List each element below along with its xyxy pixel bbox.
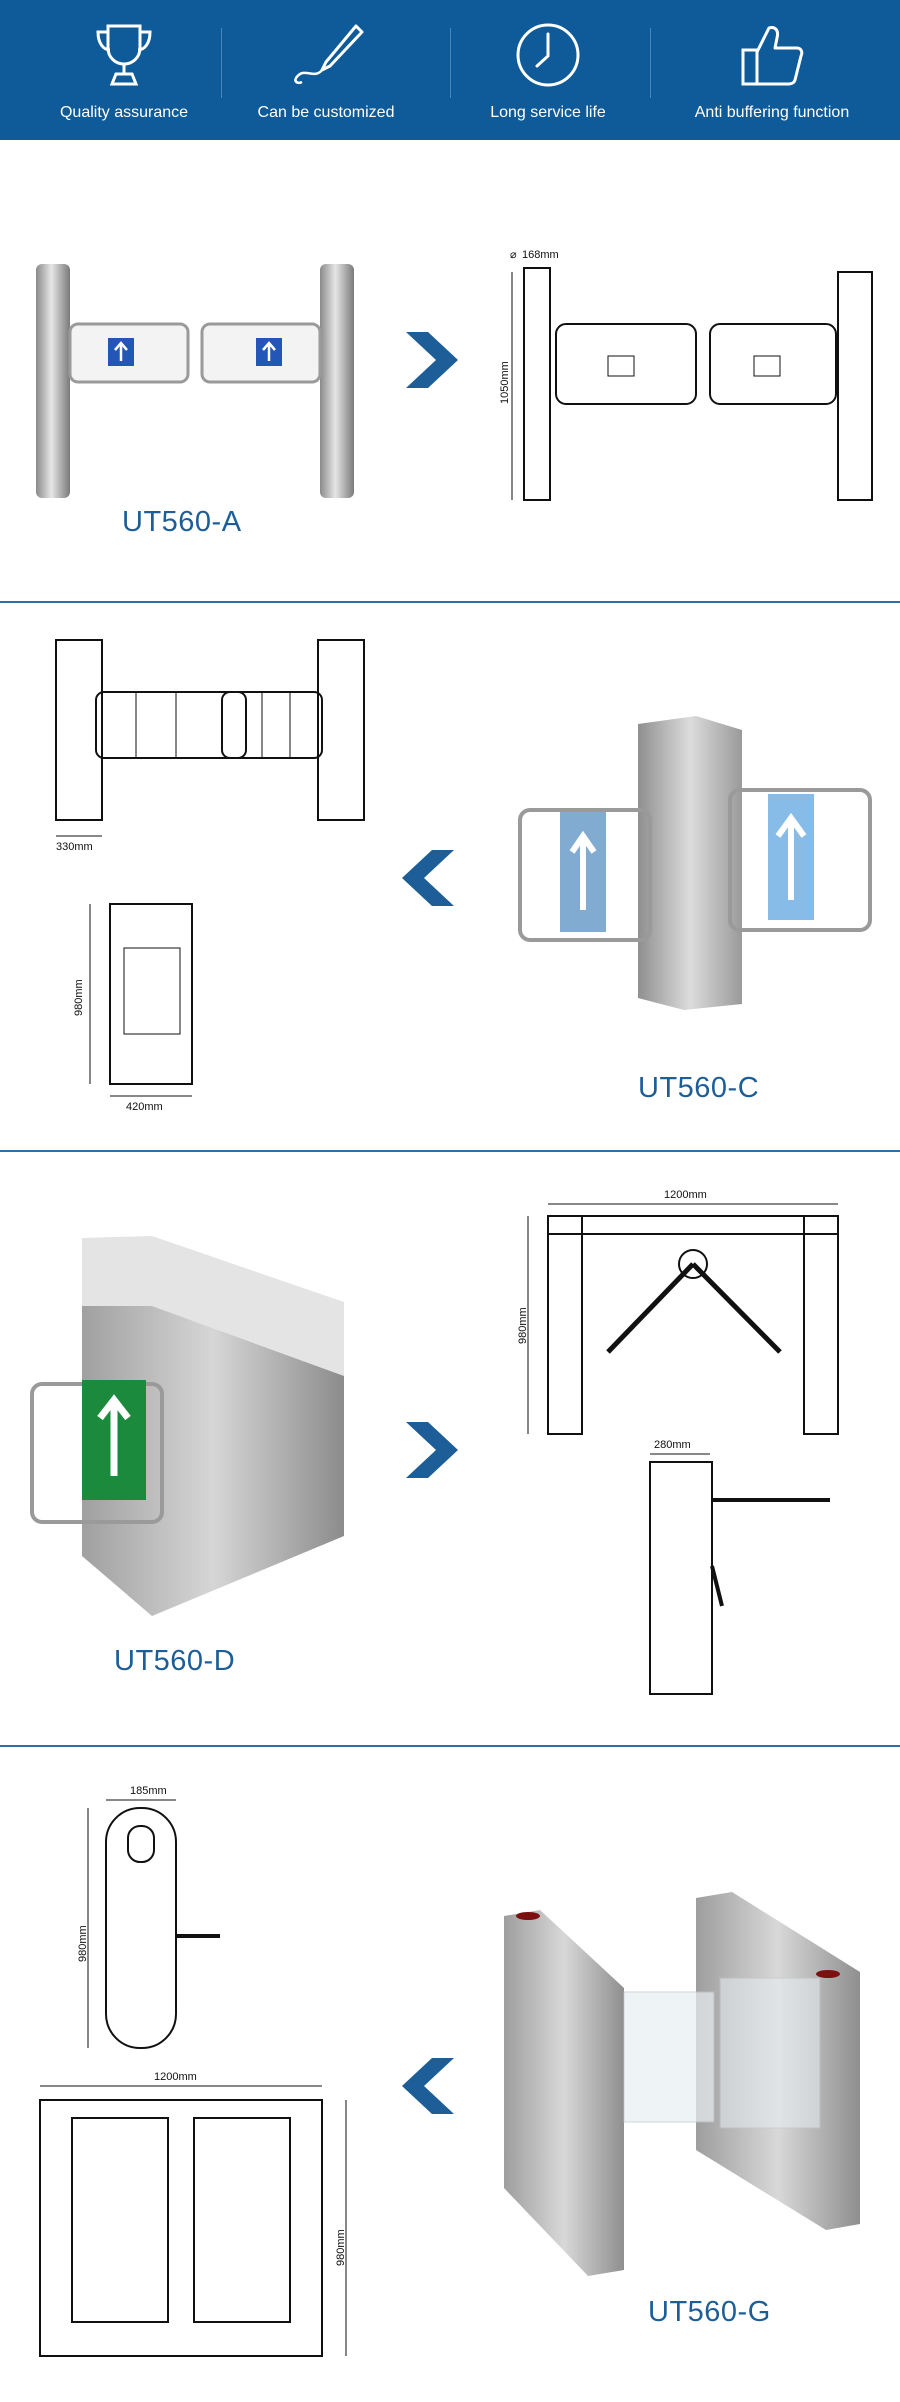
feature-divider [450, 28, 451, 98]
dimension-width: 1200mm [154, 2071, 197, 2083]
dimension-diameter: 168mm [522, 249, 559, 261]
section-separator [0, 1150, 900, 1152]
model-label: UT560-G [648, 2296, 771, 2328]
feature-quality: Quality assurance [14, 0, 234, 140]
drawing-ut560-g-front: 1200mm 980mm [32, 2066, 412, 2371]
dimension-height: 1050mm [500, 361, 511, 404]
chevron-right-icon [402, 330, 462, 395]
feature-service-life: Long service life [438, 0, 658, 140]
dimension-depth: 280mm [654, 1439, 691, 1451]
dimension-height: 980mm [518, 1307, 529, 1344]
feature-anti-buffer: Anti buffering function [662, 0, 882, 140]
drawing-ut560-g-side: 185mm 980mm [77, 1782, 258, 2057]
svg-text:⌀: ⌀ [510, 249, 517, 261]
dimension-width: 1200mm [664, 1189, 707, 1201]
drawing-ut560-d-side: 280mm [640, 1436, 840, 1711]
model-label: UT560-C [638, 1072, 760, 1104]
drawing-ut560-c-top: 330mm [36, 636, 396, 861]
chevron-left-icon [398, 848, 458, 913]
feature-label: Can be customized [257, 104, 395, 121]
thumbs-up-icon [741, 26, 804, 86]
product-image-ut560-g [500, 1888, 890, 2283]
dimension-depth: 420mm [126, 1101, 163, 1113]
product-image-ut560-d [22, 1236, 362, 1621]
section-separator [0, 601, 900, 603]
chevron-left-icon [398, 2056, 458, 2121]
clock-icon [516, 23, 580, 87]
chevron-right-icon [402, 1420, 462, 1485]
dimension-width: 330mm [56, 841, 93, 853]
drawing-ut560-a: 168mm ⌀ 1050mm [499, 244, 890, 519]
section-separator [0, 1745, 900, 1747]
feature-label: Long service life [490, 104, 606, 121]
dimension-height-side: 980mm [78, 1925, 89, 1962]
feature-customize: Can be customized [216, 0, 436, 140]
feature-label: Anti buffering function [694, 104, 850, 121]
feature-label: Quality assurance [59, 104, 189, 121]
dimension-height-front: 980mm [335, 2229, 347, 2266]
drawing-ut560-c-side: 980mm 420mm [70, 896, 230, 1121]
feature-divider [650, 28, 651, 98]
dimension-height: 980mm [73, 979, 85, 1016]
drawing-ut560-d-front: 1200mm 980mm [517, 1184, 868, 1459]
feature-banner: Quality assurance Can be customized Long… [0, 0, 900, 140]
model-label: UT560-A [122, 506, 242, 538]
product-image-ut560-a [28, 262, 368, 507]
pen-icon [294, 24, 364, 85]
feature-divider [221, 28, 222, 98]
product-image-ut560-c [516, 714, 876, 1019]
model-label: UT560-D [114, 1645, 236, 1677]
trophy-icon [96, 24, 152, 86]
dimension-depth: 185mm [130, 1785, 167, 1797]
